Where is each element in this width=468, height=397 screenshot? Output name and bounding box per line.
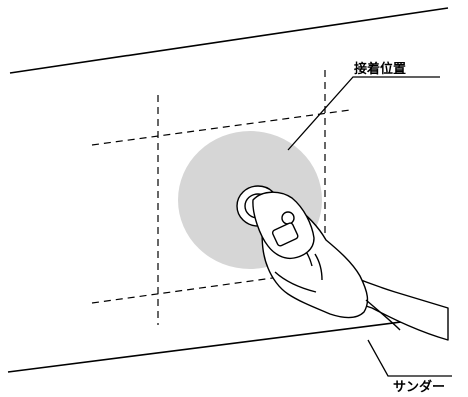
hand-and-sander (236, 185, 449, 341)
panel-top-edge (9, 7, 449, 74)
panel-bottom-edge (7, 315, 449, 373)
bonding-position-leader-line (287, 76, 440, 151)
guide-line-horizontal-bottom (91, 267, 346, 304)
sander-label: サンダー (393, 379, 445, 395)
thumb-line (274, 271, 317, 293)
sander-cable (365, 299, 401, 331)
bonding-position-label: 接着位置 (354, 61, 406, 77)
finger-crease-2 (314, 253, 323, 281)
sander-grip-panel (271, 222, 299, 247)
sander-leader-line (367, 339, 452, 377)
guide-line-horizontal-top (91, 109, 351, 146)
sander-switch-button (281, 211, 295, 225)
